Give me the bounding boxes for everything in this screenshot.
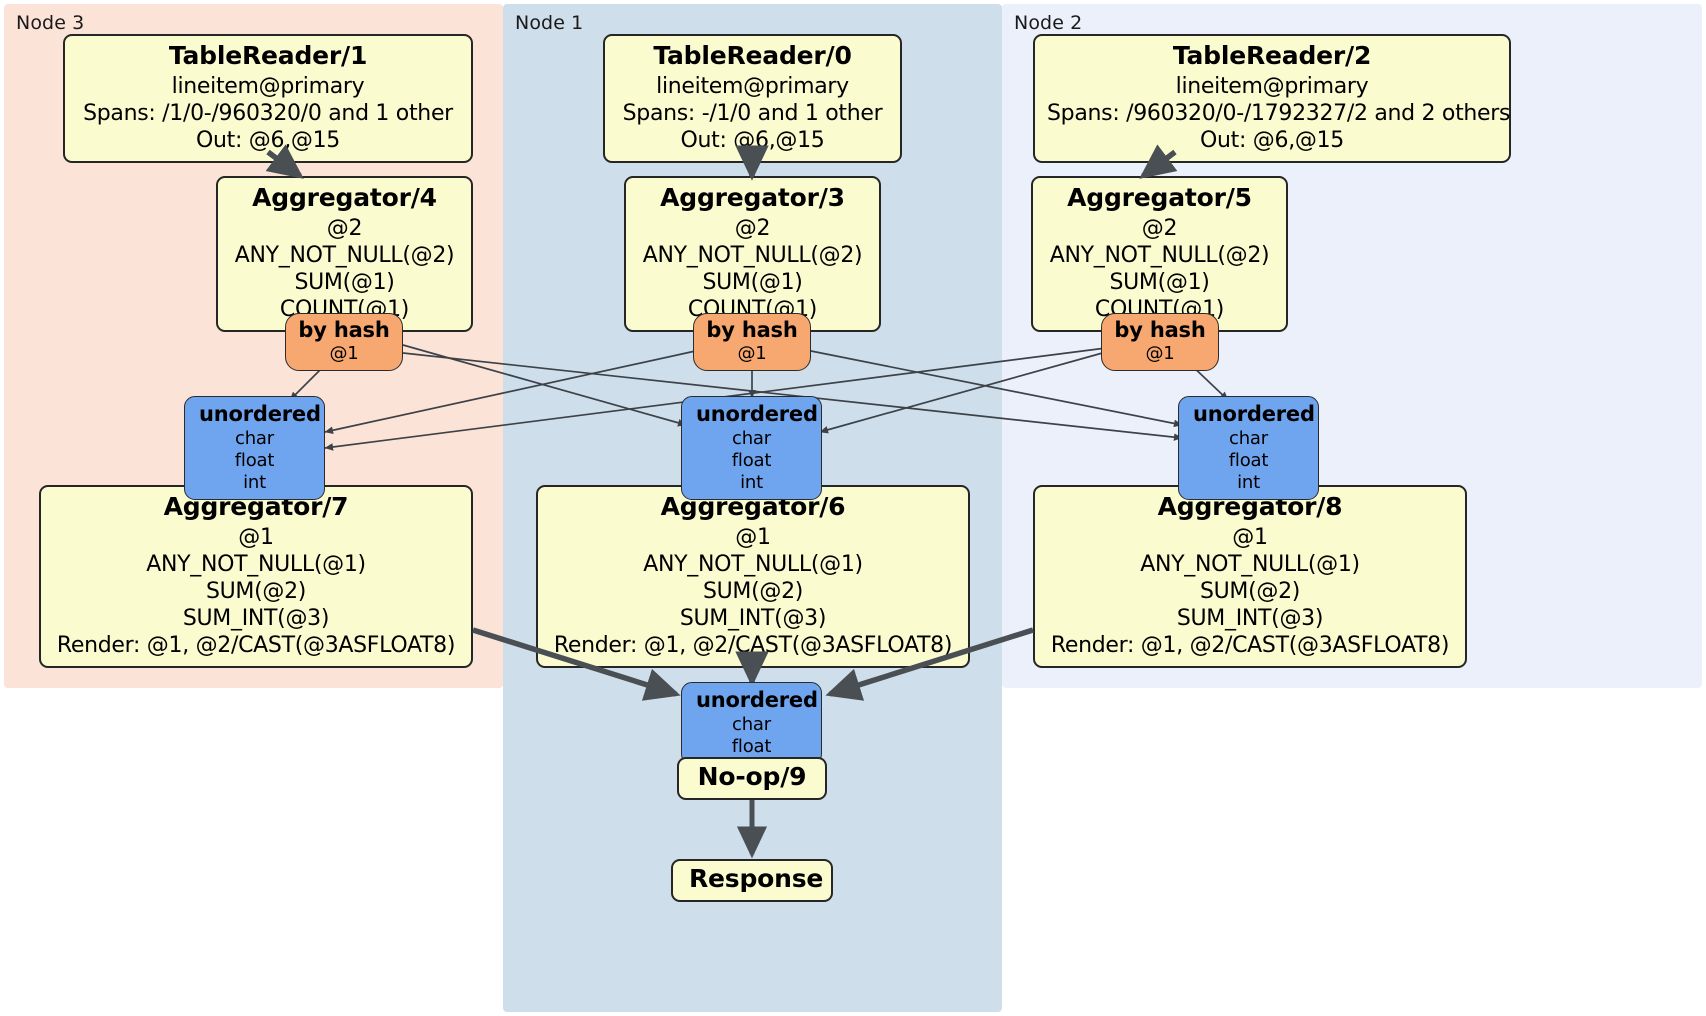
processor-detail-agg1: ANY_NOT_NULL(@1) [643,551,863,577]
router-by-hash-right[interactable]: by hash @1 [1101,313,1219,371]
router-detail: @1 [1145,343,1175,365]
processor-detail-agg2: SUM(@1) [294,269,395,295]
processor-detail-agg1: ANY_NOT_NULL(@1) [1140,551,1360,577]
processor-detail-out: Out: @6,@15 [680,127,825,153]
processor-detail-spans: Spans: /1/0-/960320/0 and 1 other [83,100,453,126]
processor-detail-groupcol: @1 [238,524,274,550]
processor-detail-table: lineitem@primary [171,73,365,99]
processor-detail-table: lineitem@primary [1175,73,1369,99]
router-by-hash-middle[interactable]: by hash @1 [693,313,811,371]
processor-detail-groupcol: @1 [1232,524,1268,550]
processor-response[interactable]: Response [671,859,833,902]
synchronizer-type-int: int [243,471,266,493]
processor-detail-render: Render: @1, @2/CAST(@3ASFLOAT8) [553,632,953,658]
synchronizer-unordered-right[interactable]: unordered char float int [1178,396,1319,501]
router-by-hash-left[interactable]: by hash @1 [285,313,403,371]
processor-detail-groupcol: @2 [1141,215,1178,241]
synchronizer-unordered-final[interactable]: unordered char float [681,682,822,765]
processor-noop-9[interactable]: No-op/9 [677,757,827,800]
synchronizer-type-char: char [235,427,274,449]
processor-title: TableReader/2 [1172,41,1372,70]
processor-aggregator-7[interactable]: Aggregator/7 @1 ANY_NOT_NULL(@1) SUM(@2)… [39,485,473,668]
processor-detail-render: Render: @1, @2/CAST(@3ASFLOAT8) [1050,632,1450,658]
processor-detail-out: Out: @6,@15 [1200,127,1344,153]
processor-title: Response [689,864,824,893]
synchronizer-type-float: float [234,449,275,471]
processor-detail-agg1: ANY_NOT_NULL(@2) [234,242,455,268]
processor-detail-groupcol: @1 [735,524,771,550]
processor-detail-agg2: SUM(@1) [1109,269,1210,295]
synchronizer-title: unordered [199,402,321,426]
node-panel-label-node2: Node 2 [1014,12,1083,34]
synchronizer-type-int: int [740,471,763,493]
processor-detail-agg3: SUM_INT(@3) [679,605,827,631]
synchronizer-type-float: float [1228,449,1269,471]
processor-detail-groupcol: @2 [326,215,363,241]
processor-detail-spans: Spans: -/1/0 and 1 other [622,100,883,126]
processor-aggregator-4[interactable]: Aggregator/4 @2 ANY_NOT_NULL(@2) SUM(@1)… [216,176,473,332]
processor-title: TableReader/0 [653,41,852,70]
synchronizer-title: unordered [696,688,818,712]
processor-detail-groupcol: @2 [734,215,771,241]
processor-title: Aggregator/4 [252,183,437,212]
node-panel-label-node3: Node 3 [16,12,85,34]
router-detail: @1 [737,343,767,365]
synchronizer-type-char: char [732,713,771,735]
processor-detail-agg3: SUM_INT(@3) [182,605,330,631]
processor-detail-agg2: SUM(@1) [702,269,803,295]
processor-title: Aggregator/5 [1067,183,1252,212]
synchronizer-type-char: char [732,427,771,449]
synchronizer-unordered-left[interactable]: unordered char float int [184,396,325,501]
synchronizer-type-int: int [1237,471,1260,493]
synchronizer-type-char: char [1229,427,1268,449]
processor-detail-table: lineitem@primary [656,73,849,99]
processor-detail-agg2: SUM(@2) [702,578,804,604]
router-detail: @1 [329,343,359,365]
processor-title: Aggregator/3 [660,183,845,212]
synchronizer-title: unordered [696,402,818,426]
processor-detail-agg1: ANY_NOT_NULL(@1) [146,551,366,577]
processor-tablereader-1[interactable]: TableReader/1 lineitem@primary Spans: /1… [63,34,473,163]
processor-aggregator-6[interactable]: Aggregator/6 @1 ANY_NOT_NULL(@1) SUM(@2)… [536,485,970,668]
processor-tablereader-2[interactable]: TableReader/2 lineitem@primary Spans: /9… [1033,34,1511,163]
processor-detail-agg1: ANY_NOT_NULL(@2) [1049,242,1270,268]
processor-detail-spans: Spans: /960320/0-/1792327/2 and 2 others [1047,100,1511,126]
processor-detail-agg1: ANY_NOT_NULL(@2) [642,242,863,268]
processor-tablereader-0[interactable]: TableReader/0 lineitem@primary Spans: -/… [603,34,902,163]
synchronizer-unordered-middle[interactable]: unordered char float int [681,396,822,501]
processor-detail-out: Out: @6,@15 [196,127,340,153]
router-title: by hash [298,318,390,342]
node-panel-label-node1: Node 1 [515,12,584,34]
processor-detail-render: Render: @1, @2/CAST(@3ASFLOAT8) [56,632,456,658]
processor-title: No-op/9 [697,762,807,791]
processor-aggregator-3[interactable]: Aggregator/3 @2 ANY_NOT_NULL(@2) SUM(@1)… [624,176,881,332]
processor-aggregator-5[interactable]: Aggregator/5 @2 ANY_NOT_NULL(@2) SUM(@1)… [1031,176,1288,332]
synchronizer-type-float: float [731,735,772,757]
processor-detail-agg3: SUM_INT(@3) [1176,605,1324,631]
router-title: by hash [1114,318,1206,342]
processor-detail-agg2: SUM(@2) [205,578,307,604]
processor-title: TableReader/1 [168,41,368,70]
router-title: by hash [706,318,798,342]
processor-aggregator-8[interactable]: Aggregator/8 @1 ANY_NOT_NULL(@1) SUM(@2)… [1033,485,1467,668]
synchronizer-type-float: float [731,449,772,471]
synchronizer-title: unordered [1193,402,1315,426]
processor-detail-agg2: SUM(@2) [1199,578,1301,604]
